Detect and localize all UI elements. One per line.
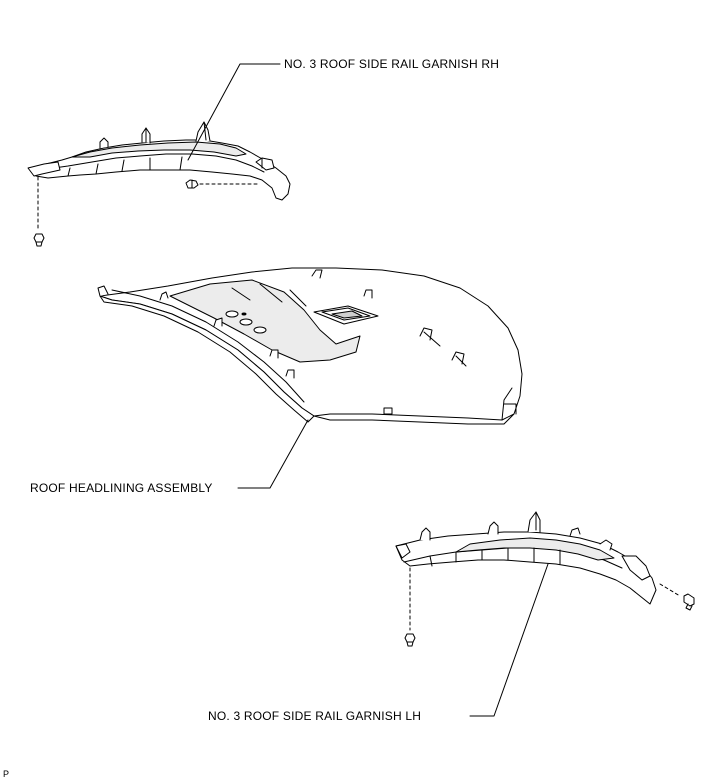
screw-icon <box>33 233 45 247</box>
clip-icon <box>185 179 199 189</box>
screw-icon <box>404 633 416 647</box>
roof-headlining-part <box>97 267 523 425</box>
leader-lines <box>187 63 549 717</box>
screw-icon <box>683 593 695 611</box>
rh-garnish-part <box>27 121 291 247</box>
lh-garnish-part <box>395 511 695 647</box>
label-lh-garnish: NO. 3 ROOF SIDE RAIL GARNISH LH <box>208 709 422 723</box>
label-roof-headlining: ROOF HEADLINING ASSEMBLY <box>30 481 213 495</box>
label-rh-garnish: NO. 3 ROOF SIDE RAIL GARNISH RH <box>284 57 500 71</box>
reference-code: P <box>3 769 10 779</box>
